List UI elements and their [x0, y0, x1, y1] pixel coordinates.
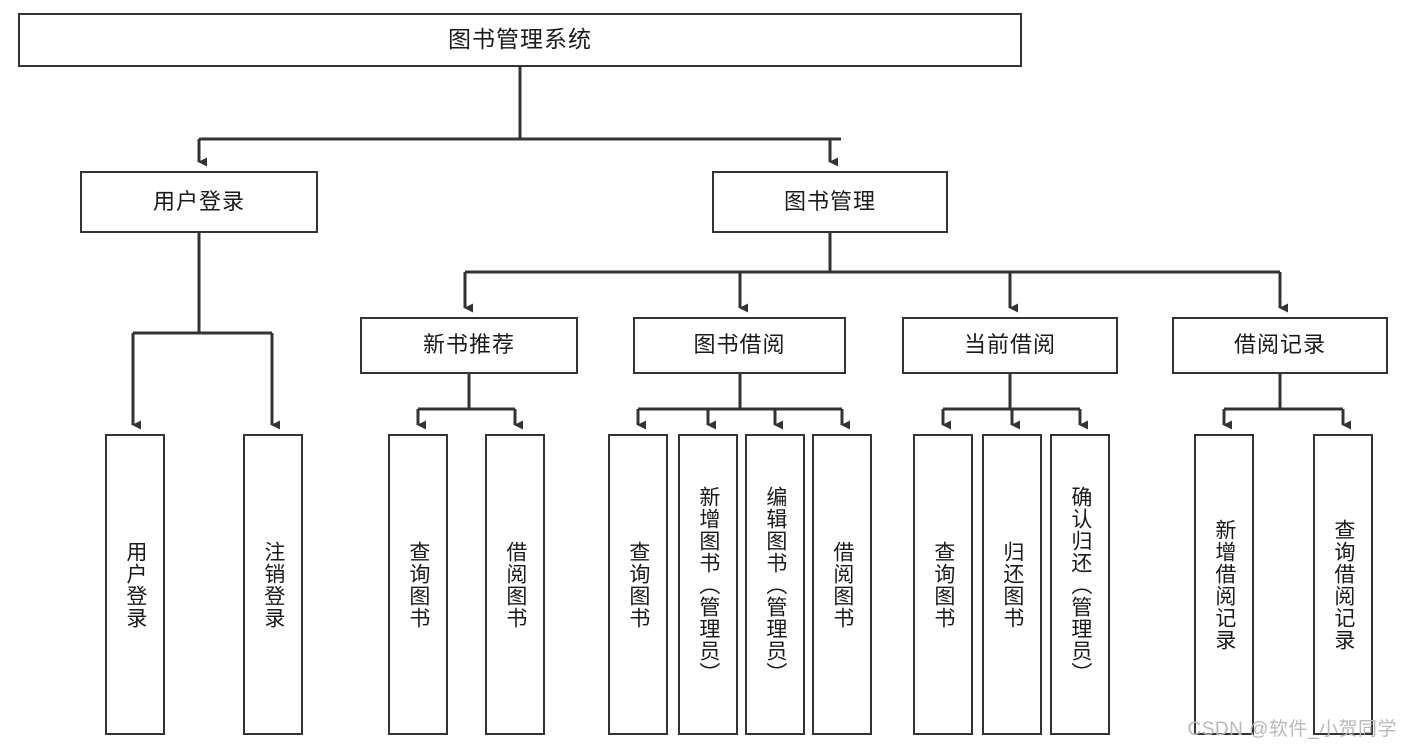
node-leaf-query-borrow-record[interactable]: 查询借阅记录 — [1313, 434, 1373, 735]
node-current-borrow[interactable]: 当前借阅 — [902, 317, 1118, 374]
node-label: 确认归还（管理员） — [1068, 485, 1092, 684]
node-new-book-recommend[interactable]: 新书推荐 — [360, 317, 578, 374]
node-label: 查询借阅记录 — [1331, 518, 1355, 651]
node-leaf-query-book-3[interactable]: 查询图书 — [913, 434, 973, 735]
node-leaf-logout[interactable]: 注销登录 — [243, 434, 303, 735]
node-leaf-confirm-return[interactable]: 确认归还（管理员） — [1050, 434, 1110, 735]
node-label: 归还图书 — [1000, 540, 1024, 629]
node-label: 图书管理 — [783, 188, 876, 214]
node-label: 编辑图书（管理员） — [763, 485, 787, 684]
node-root-图书管理系统[interactable]: 图书管理系统 — [18, 13, 1022, 67]
node-label: 用户登录 — [152, 188, 245, 214]
node-label: 查询图书 — [406, 540, 430, 629]
node-borrow-record[interactable]: 借阅记录 — [1172, 317, 1388, 374]
node-label: 新书推荐 — [422, 332, 515, 358]
node-label: 图书管理系统 — [448, 26, 592, 53]
csdn-watermark: CSDN @软件_小贺同学 — [1187, 719, 1397, 740]
node-label: 当前借阅 — [963, 332, 1056, 358]
node-label: 借阅图书 — [830, 540, 854, 629]
node-leaf-add-borrow-record[interactable]: 新增借阅记录 — [1194, 434, 1254, 735]
node-label: 新增图书（管理员） — [696, 485, 720, 684]
node-label: 查询图书 — [931, 540, 955, 629]
node-label: 新增借阅记录 — [1212, 518, 1236, 651]
node-label: 用户登录 — [123, 540, 147, 629]
node-label: 图书借阅 — [693, 332, 786, 358]
node-book-borrow[interactable]: 图书借阅 — [633, 317, 846, 374]
node-leaf-return-book[interactable]: 归还图书 — [982, 434, 1042, 735]
node-leaf-query-book-1[interactable]: 查询图书 — [388, 434, 448, 735]
node-leaf-query-book-2[interactable]: 查询图书 — [608, 434, 668, 735]
node-label: 查询图书 — [626, 540, 650, 629]
node-leaf-borrow-book-2[interactable]: 借阅图书 — [812, 434, 872, 735]
node-label: 借阅图书 — [503, 540, 527, 629]
node-book-management[interactable]: 图书管理 — [712, 171, 948, 233]
node-leaf-edit-book[interactable]: 编辑图书（管理员） — [745, 434, 805, 735]
node-leaf-user-login[interactable]: 用户登录 — [105, 434, 165, 735]
node-leaf-add-book[interactable]: 新增图书（管理员） — [678, 434, 738, 735]
node-label: 借阅记录 — [1233, 332, 1326, 358]
node-user-login[interactable]: 用户登录 — [80, 171, 318, 233]
node-label: 注销登录 — [261, 540, 285, 629]
node-leaf-borrow-book-1[interactable]: 借阅图书 — [485, 434, 545, 735]
